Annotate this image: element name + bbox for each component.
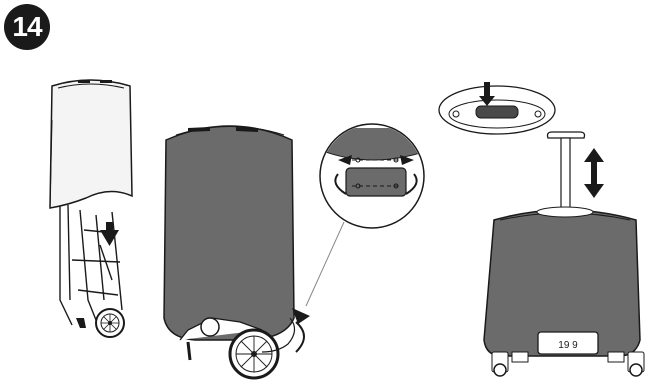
button-detail-callout (438, 82, 556, 135)
zoom-callout-icon (319, 123, 425, 229)
telescopic-handle (546, 131, 586, 213)
covered-stroller-lower-frame (179, 317, 263, 361)
large-wheel (228, 328, 280, 380)
stroller-cover-raised (49, 79, 133, 209)
stroller-cover-grey (163, 125, 295, 341)
trolley-body (483, 206, 641, 357)
panel-trolley-bag: 19 9 (438, 82, 645, 377)
panel-covered-stroller (163, 123, 425, 380)
panel-cover-pulldown (49, 79, 133, 338)
up-down-arrow-icon (584, 148, 604, 198)
trolley-wheels (491, 351, 645, 377)
trolley-handle-text: 19 9 (558, 340, 578, 351)
folded-stroller-frame (59, 204, 123, 326)
down-arrow-icon (479, 96, 495, 106)
callout-leader-line (305, 221, 345, 307)
step-number: 14 (12, 11, 42, 42)
step-number-badge: 14 (4, 4, 50, 50)
rotate-arrow-icon (292, 308, 310, 353)
front-wheel (95, 308, 125, 338)
rear-wheel-small (76, 318, 86, 328)
trolley-bottom-handle: 19 9 (537, 331, 599, 355)
down-arrow-icon (100, 222, 119, 246)
